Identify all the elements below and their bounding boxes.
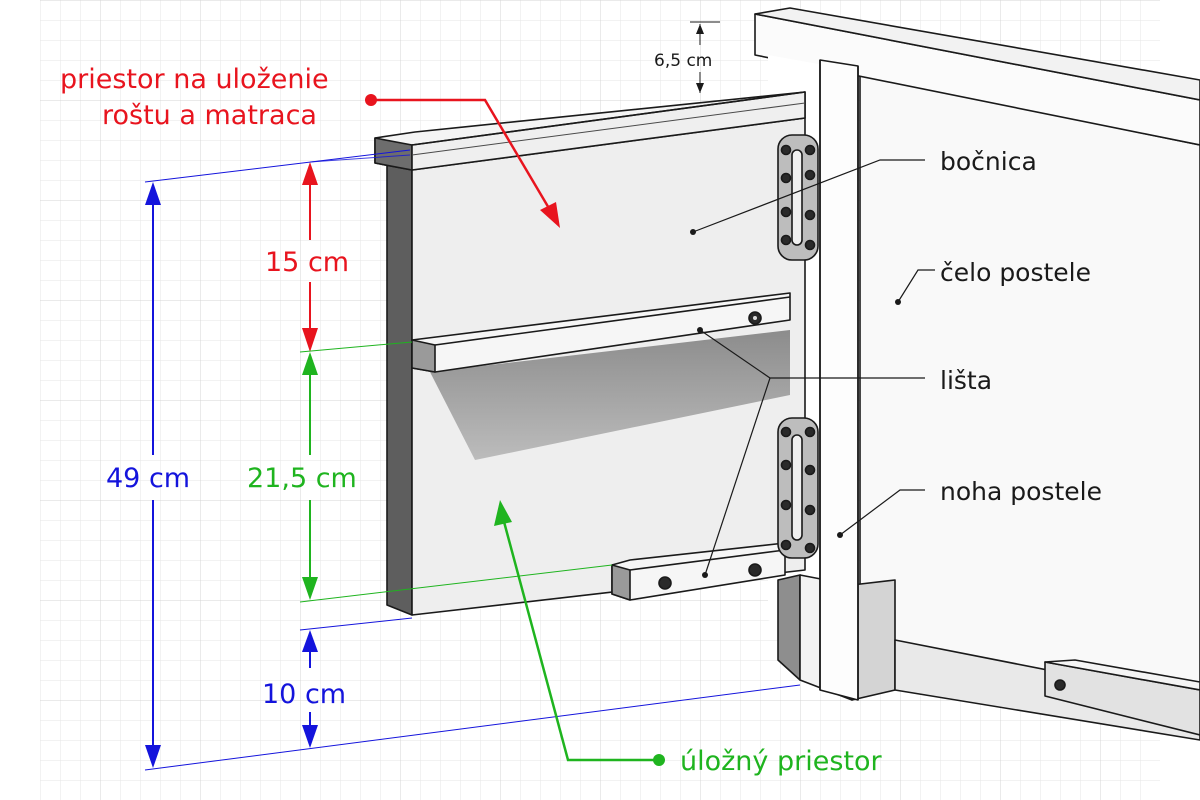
- storage-callout: [494, 500, 665, 766]
- dimension-total: [144, 149, 801, 771]
- label-side-panel: bočnica: [940, 147, 1037, 176]
- upper-strip: [411, 292, 791, 373]
- dimension-label-total: 49 cm: [106, 463, 190, 494]
- label-bed-space-line2: roštu a matraca: [102, 100, 317, 131]
- lower-strip: [611, 542, 786, 601]
- dimension-label-upper: 15 cm: [265, 247, 349, 278]
- dimension-label-storage: 21,5 cm: [247, 463, 357, 494]
- dimension-top-board: [690, 21, 720, 93]
- dimension-clearance: [302, 630, 318, 748]
- dimension-label-top-board: 6,5 cm: [654, 51, 712, 71]
- headboard-leg: [777, 59, 896, 701]
- label-strip: lišta: [940, 366, 992, 395]
- dimension-label-clearance: 10 cm: [262, 679, 346, 710]
- dimension-storage: [299, 341, 613, 603]
- upper-bracket: [777, 134, 819, 261]
- leader-lines: [692, 159, 935, 576]
- leader-dots: [690, 229, 901, 578]
- label-bed-space-line1: priestor na uloženie: [60, 64, 329, 95]
- bed-space-callout: [365, 94, 560, 228]
- headboard-rail: [894, 639, 1200, 741]
- label-headboard: čelo postele: [940, 258, 1091, 287]
- lower-bracket: [777, 417, 819, 559]
- strip-shadow: [430, 330, 790, 460]
- dimension-upper: [302, 154, 411, 352]
- label-storage-space: úložný priestor: [680, 746, 883, 777]
- label-leg: noha postele: [940, 477, 1102, 506]
